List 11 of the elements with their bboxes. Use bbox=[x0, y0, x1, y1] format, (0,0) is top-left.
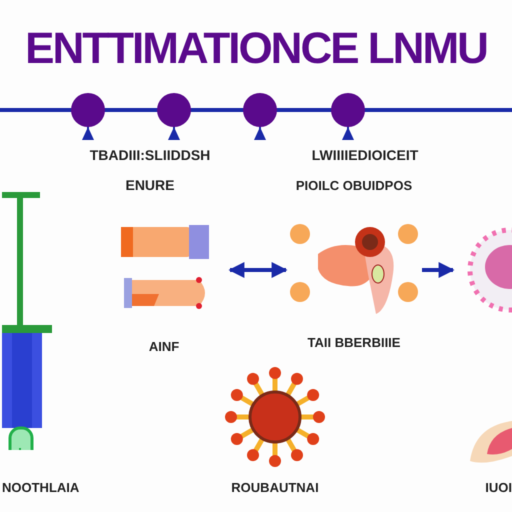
arrow bbox=[422, 262, 455, 278]
step-label: LWIIIIEDIOICEIT bbox=[310, 146, 420, 165]
picture-caption: IUOI bbox=[485, 480, 512, 495]
picture-caption: AINF bbox=[148, 339, 180, 354]
node-text: PIOILC OBUIDPOS bbox=[296, 178, 412, 193]
arrow bbox=[228, 262, 288, 278]
title: ENTTIMATIONCE LNMU bbox=[24, 24, 488, 74]
picture-caption: NOOTHLAIA bbox=[2, 480, 80, 495]
picture-caption: ROUBAUTNAI bbox=[231, 480, 319, 495]
node-text: TAII BBERBIIIE bbox=[308, 335, 400, 350]
step-label: TBADIII:SLIIDDSH ENURE bbox=[88, 146, 212, 195]
